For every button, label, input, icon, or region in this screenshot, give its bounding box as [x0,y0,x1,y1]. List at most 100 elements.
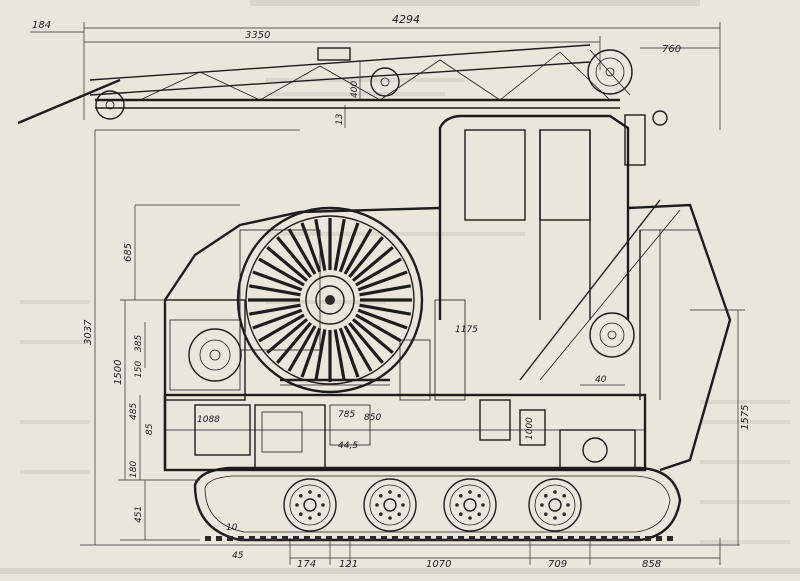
drum-spoke [357,270,408,292]
track-shoe [656,536,662,541]
dim-451: 451 [134,506,144,523]
dim-pulley-size: 400 [350,81,360,98]
drum-spoke [276,236,312,279]
dim-1175: 1175 [455,325,478,335]
drum-spoke [348,236,384,279]
dim-40: 40 [595,375,607,385]
dim-85: 85 [145,423,155,435]
track-shoe [227,536,233,541]
track-shoe [480,536,486,541]
drum-spoke [287,325,317,372]
track-shoe [315,536,321,541]
drum-spoke [266,318,309,354]
track-shoe [458,536,464,541]
drum-spoke [300,327,322,378]
track-shoe [502,536,508,541]
track-shoe [590,536,596,541]
drum-spoke [314,218,327,271]
dim-850: 850 [364,413,381,423]
rear-pulley [589,312,635,358]
track-shoe [436,536,442,541]
rear-frame [519,199,732,472]
drum-spoke [258,313,305,343]
track-shoe [513,536,519,541]
track-shoe [326,536,332,541]
track-shoe [524,536,530,541]
track-shoe [238,536,244,541]
drum-spoke [351,318,394,354]
drum-spoke [357,308,408,330]
drum-spoke [333,218,346,271]
road-wheel [283,478,337,532]
drum-spoke [276,321,312,364]
track-shoe [370,536,376,541]
track-shoe [535,536,541,541]
track-shoe [447,536,453,541]
dim-709: 709 [548,559,567,570]
track-shoe [337,536,343,541]
track-shoe [392,536,398,541]
track-shoe [381,536,387,541]
dim-boom-gap: 13 [335,113,345,125]
drum-spoke [248,303,301,316]
dim-858: 858 [642,559,661,570]
dim-180: 180 [129,461,139,478]
track-shoe [304,536,310,541]
cab [438,110,668,320]
dim-pulley-offset: 760 [662,44,681,55]
drum-spoke [248,284,301,297]
drum-spoke [343,228,373,275]
track-shoe [282,536,288,541]
track-shoe [612,536,618,541]
drum-spoke [351,246,394,282]
track-shoe [260,536,266,541]
track-shoe [579,536,585,541]
dim-total-height: 3037 [83,319,94,345]
drum-spoke [252,308,303,330]
dimension-lines [30,22,745,565]
track-shoe [359,536,365,541]
drum-spoke [314,329,327,382]
drum-spoke [258,257,305,287]
drum-spoke [359,284,412,297]
drum-spoke [338,327,360,378]
dim-445: 44,5 [338,441,358,451]
dim-45: 45 [232,551,244,561]
dim-485: 485 [129,403,139,420]
dimension-labels: 4294 184 3350 760 400 13 3037 685 1500 3… [32,13,751,570]
dim-121: 121 [339,559,358,570]
drum-spoke [300,222,322,273]
dim-150: 150 [134,361,144,378]
track-shoe [623,536,629,541]
dim-track-base: 1070 [426,559,451,570]
dim-10: 10 [226,523,238,533]
track-shoe [249,536,255,541]
chassis [163,299,647,472]
drum-spoke [348,321,384,364]
road-wheel [528,478,582,532]
track-shoe [557,536,563,541]
dim-overall-length: 4294 [392,13,420,26]
drum-spoke [333,329,346,382]
track-shoe [271,536,277,541]
track-shoe [414,536,420,541]
drum-spoke [287,228,317,275]
track-shoe [216,536,222,541]
dim-right-height: 1575 [740,405,751,430]
dim-drum-height: 685 [123,243,134,262]
track-shoe [293,536,299,541]
track-shoe [348,536,354,541]
track-shoe [645,536,651,541]
track-shoe [469,536,475,541]
dim-174: 174 [297,559,316,570]
drum-spoke [355,257,402,287]
drum-spoke [359,303,412,316]
dim-1088: 1088 [197,415,220,425]
road-wheel [443,478,497,532]
track-shoe [568,536,574,541]
dim-1000: 1000 [525,417,535,440]
drum-spoke [266,246,309,282]
track-shoe [601,536,607,541]
drum-spoke [355,313,402,343]
